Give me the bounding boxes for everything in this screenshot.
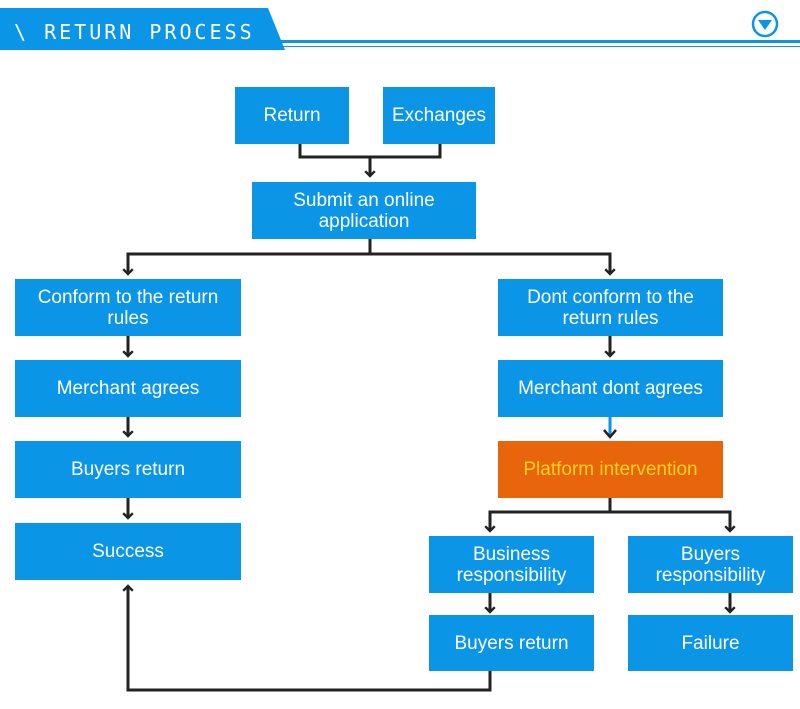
- node-buyers-responsibility: Buyers responsibility: [628, 536, 793, 593]
- connector-branch-right: [370, 252, 616, 276]
- node-submit-application: Submit an online application: [252, 182, 476, 239]
- node-merchant-agrees: Merchant agrees: [15, 360, 241, 417]
- page-title: \ RETURN PROCESS: [14, 20, 255, 44]
- node-conform-rules: Conform to the return rules: [15, 279, 241, 336]
- connector-return-exchanges: [298, 144, 442, 159]
- node-buyers-return-right: Buyers return: [429, 615, 594, 671]
- node-dont-conform-rules: Dont conform to the return rules: [498, 279, 723, 336]
- connector-back-to-success: [122, 584, 492, 692]
- header-rule: [280, 40, 800, 43]
- node-exchanges: Exchanges: [383, 87, 495, 144]
- header-tab: [0, 8, 285, 50]
- connector-platform-branch-right: [610, 510, 736, 533]
- node-buyers-return-left: Buyers return: [15, 441, 241, 498]
- node-success: Success: [15, 523, 241, 580]
- node-business-responsibility: Business responsibility: [429, 536, 594, 593]
- arrow-dont-agree-to-platform-head: [603, 429, 617, 439]
- connector-platform-branch: [484, 498, 612, 533]
- node-failure: Failure: [628, 615, 793, 671]
- connector-branch: [122, 239, 372, 276]
- node-return: Return: [235, 87, 349, 144]
- header-rule-thin: [280, 46, 800, 47]
- chevron-down-circle-icon[interactable]: [751, 10, 779, 38]
- node-platform-intervention: Platform intervention: [498, 441, 723, 498]
- node-merchant-dont-agrees: Merchant dont agrees: [498, 360, 723, 417]
